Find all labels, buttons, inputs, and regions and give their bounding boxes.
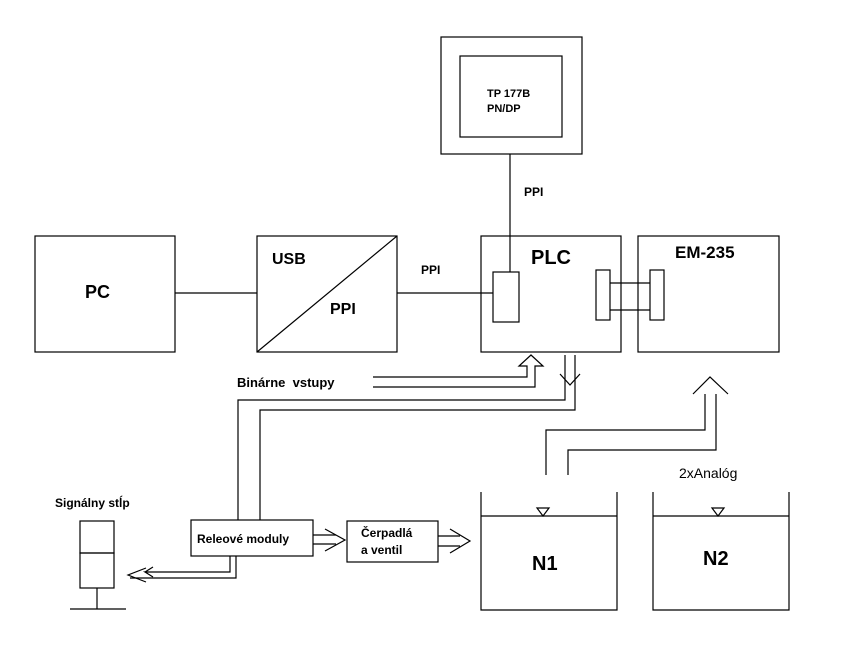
plc-port [492,271,520,323]
tank-n2-level-sensor [710,507,726,517]
plc-output-line-inner [259,355,576,520]
em235-label: EM-235 [675,243,735,262]
binary-inputs-arrow [373,354,545,388]
analog-label: 2xAnalóg [679,465,737,481]
ppi-top-label: PPI [524,185,543,199]
tank-n2 [652,492,790,611]
pumps-label-line1: Čerpadlá [361,525,413,540]
signal-column-bottom [79,552,115,589]
plc-label: PLC [531,247,571,269]
tank-n1-level-sensor [535,507,551,517]
plc-bus-connector [595,269,611,321]
em235-bus-connector [649,269,665,321]
analog-arrowhead [692,376,729,395]
tp-panel-outer [440,36,583,155]
tank-n2-label: N2 [703,548,729,570]
tp-panel-screen [459,55,563,138]
binary-inputs-label: Binárne vstupy [237,375,335,390]
pumps-valve-box [346,520,439,563]
pc-box [34,235,176,353]
relay-to-signal-arrow-inner [130,556,237,579]
tp-label-line2: PN/DP [487,103,521,115]
pc-label: PC [85,282,110,302]
signal-column-label: Signálny stĺp [55,495,130,510]
relay-modules-label: Releové moduly [197,532,289,546]
em235-box [637,235,780,353]
pumps-to-n1-arrowhead [449,528,472,554]
plc-box [480,235,622,353]
usb-ppi-converter [256,235,398,353]
plc-output-arrowhead [559,373,581,386]
tp-label-line1: TP 177B [487,88,530,100]
signal-column-top [79,520,115,554]
analog-line-outer [545,394,706,475]
pumps-label-line2: a ventil [361,543,402,557]
converter-diagonal [256,235,398,353]
plc-output-line-outer [237,355,566,520]
relay-to-signal-arrow [142,556,231,578]
ppi-link-label: PPI [421,263,440,277]
tank-n1-label: N1 [532,553,558,575]
analog-line-inner [567,394,717,475]
tank-n1 [480,492,618,611]
usb-label: USB [272,251,306,268]
ppi-converter-label: PPI [330,301,356,318]
signal-arrowhead [126,567,147,583]
relay-to-pumps-arrowhead [324,528,347,552]
relay-modules-box [190,519,314,557]
